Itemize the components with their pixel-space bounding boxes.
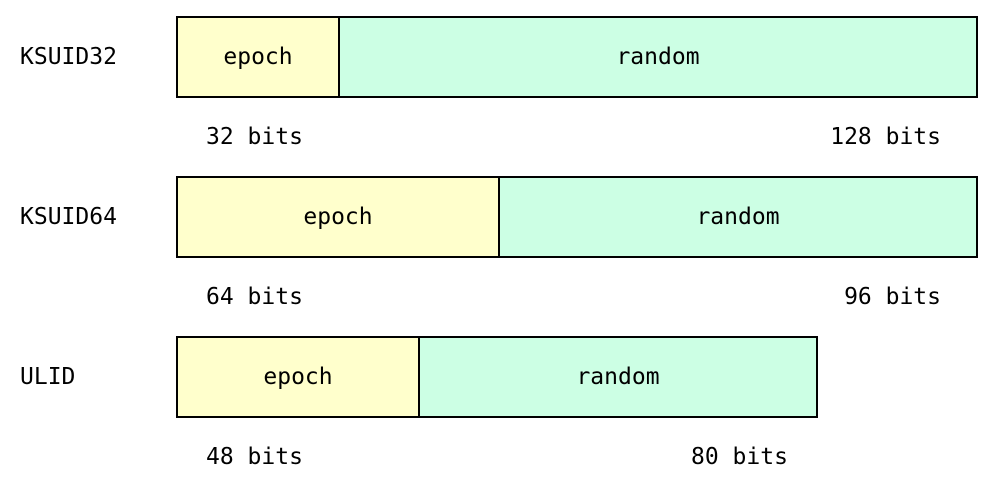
bar-ksuid64: epoch random <box>176 176 978 258</box>
epoch-segment: epoch <box>178 178 500 256</box>
bar-ksuid32: epoch random <box>176 16 978 98</box>
random-segment: random <box>500 178 976 256</box>
row-label-ulid: ULID <box>20 364 76 390</box>
random-segment: random <box>340 18 976 96</box>
random-bits-label: 80 bits <box>691 444 788 470</box>
epoch-bits-label: 48 bits <box>206 444 303 470</box>
epoch-bits-label: 32 bits <box>206 124 303 150</box>
row-label-ksuid32: KSUID32 <box>20 44 117 70</box>
epoch-segment: epoch <box>178 18 340 96</box>
bar-ulid: epoch random <box>176 336 818 418</box>
random-bits-label: 128 bits <box>830 124 941 150</box>
epoch-bits-label: 64 bits <box>206 284 303 310</box>
random-bits-label: 96 bits <box>844 284 941 310</box>
row-label-ksuid64: KSUID64 <box>20 204 117 230</box>
epoch-segment: epoch <box>178 338 420 416</box>
random-segment: random <box>420 338 816 416</box>
